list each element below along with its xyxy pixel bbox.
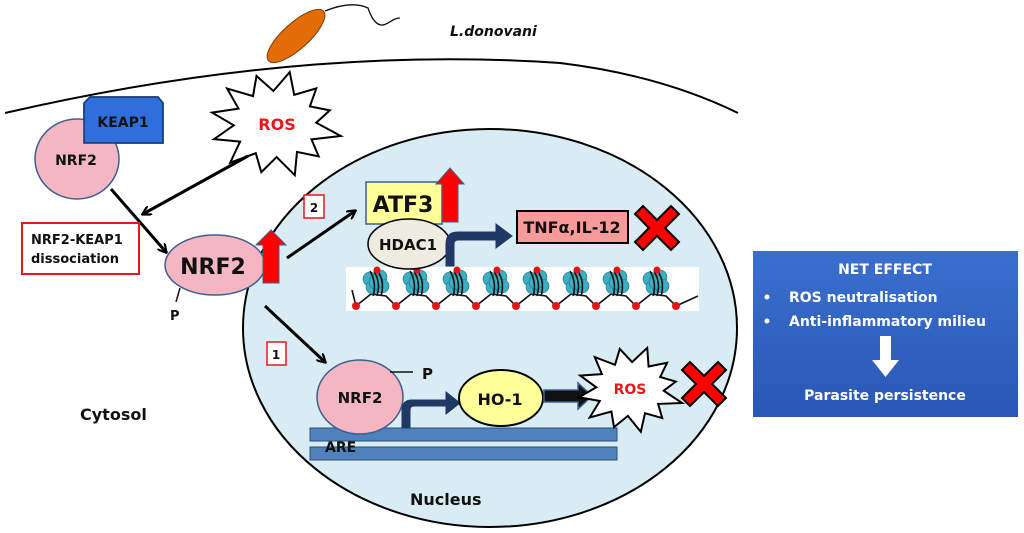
bullet-dot — [764, 294, 770, 300]
cytosol-label: Cytosol — [80, 405, 147, 424]
net-effect-box: NET EFFECT ROS neutralisation Anti-infla… — [753, 251, 1018, 417]
block-x-icon-ros — [680, 360, 728, 408]
net-effect-result: Parasite persistence — [804, 388, 966, 404]
acetyl-mark — [352, 302, 360, 310]
dissociation-box: NRF2-KEAP1 dissociation — [21, 222, 140, 275]
nucleosome — [482, 266, 510, 297]
svg-text:TNFα,IL-12: TNFα,IL-12 — [523, 218, 620, 237]
nucleosome — [642, 266, 670, 297]
cell-membrane — [4, 58, 739, 114]
net-effect-title: NET EFFECT — [838, 262, 932, 278]
acetyl-mark — [632, 302, 640, 310]
down-arrow-icon — [872, 336, 899, 377]
hdac1: HDAC1 — [367, 218, 451, 270]
acetyl-mark — [552, 302, 560, 310]
arrow-ho1-to-ros — [543, 381, 594, 411]
phospho-label-cytosol: P — [170, 309, 180, 324]
atf3: ATF3 — [365, 181, 443, 225]
chromatin — [346, 266, 699, 311]
up-arrow-atf3 — [434, 167, 466, 223]
arrow-nrf2-release — [109, 188, 166, 252]
ros-burst-nucleus: ROS — [576, 345, 686, 435]
svg-text:dissociation: dissociation — [31, 252, 119, 267]
nrf2-nucleus: NRF2 P — [316, 359, 433, 435]
net-effect-bullet-1: ROS neutralisation — [789, 290, 938, 306]
acetyl-mark — [512, 302, 520, 310]
are-dna: ARE — [309, 427, 618, 461]
acetyl-mark — [392, 302, 400, 310]
parasite-label: L.donovani — [450, 24, 537, 40]
step-2-marker: 2 — [303, 194, 325, 219]
net-effect-bullet-2: Anti-inflammatory milieu — [789, 314, 986, 330]
acetyl-mark — [432, 302, 440, 310]
arrow-to-nrf2-nucleus — [263, 304, 325, 362]
acetyl-mark — [472, 302, 480, 310]
ros-label-cytosol: ROS — [258, 115, 295, 134]
acetyl-mark — [672, 302, 680, 310]
ros-burst-cytosol: ROS — [209, 69, 345, 178]
nucleosome — [562, 266, 590, 297]
ros-label-nucleus: ROS — [614, 382, 647, 398]
up-arrow-nrf2 — [254, 229, 288, 284]
nucleosome — [442, 266, 470, 297]
svg-text:NRF2: NRF2 — [338, 389, 383, 407]
tnf-il12-box: TNFα,IL-12 — [516, 210, 629, 244]
phospho-label-nucleus: P — [422, 365, 433, 383]
svg-text:2: 2 — [310, 201, 318, 215]
transcription-arrow-tnf — [445, 223, 513, 267]
block-x-icon-tnf — [633, 204, 681, 252]
step-1-marker: 1 — [266, 341, 287, 366]
nucleosome — [402, 266, 430, 297]
svg-text:ATF3: ATF3 — [373, 193, 434, 218]
svg-text:1: 1 — [272, 348, 280, 362]
parasite-l-donovani: L.donovani — [266, 4, 537, 64]
keap1-overlay: KEAP1 — [83, 96, 164, 144]
are-label: ARE — [325, 440, 356, 456]
flagellum — [324, 4, 401, 26]
arrow-ros-to-dissociation — [143, 154, 249, 214]
acetyl-mark — [592, 302, 600, 310]
svg-text:NRF2: NRF2 — [180, 255, 246, 280]
svg-text:HDAC1: HDAC1 — [379, 236, 437, 254]
nucleosome — [522, 266, 550, 297]
nucleosome — [362, 266, 390, 297]
transcription-arrow-ho1 — [401, 390, 461, 429]
svg-text:NRF2: NRF2 — [55, 153, 97, 169]
bullet-dot — [764, 318, 770, 324]
arrow-to-atf3 — [286, 211, 355, 260]
svg-text:NRF2-KEAP1: NRF2-KEAP1 — [31, 233, 123, 248]
ho1: HO-1 — [458, 369, 544, 427]
svg-text:HO-1: HO-1 — [477, 390, 522, 409]
nrf2-free: P NRF2 — [164, 234, 266, 324]
nucleus — [242, 128, 738, 528]
nucleosome — [602, 266, 630, 297]
keap1-label: KEAP1 — [97, 115, 148, 131]
nucleus-label: Nucleus — [410, 490, 482, 509]
